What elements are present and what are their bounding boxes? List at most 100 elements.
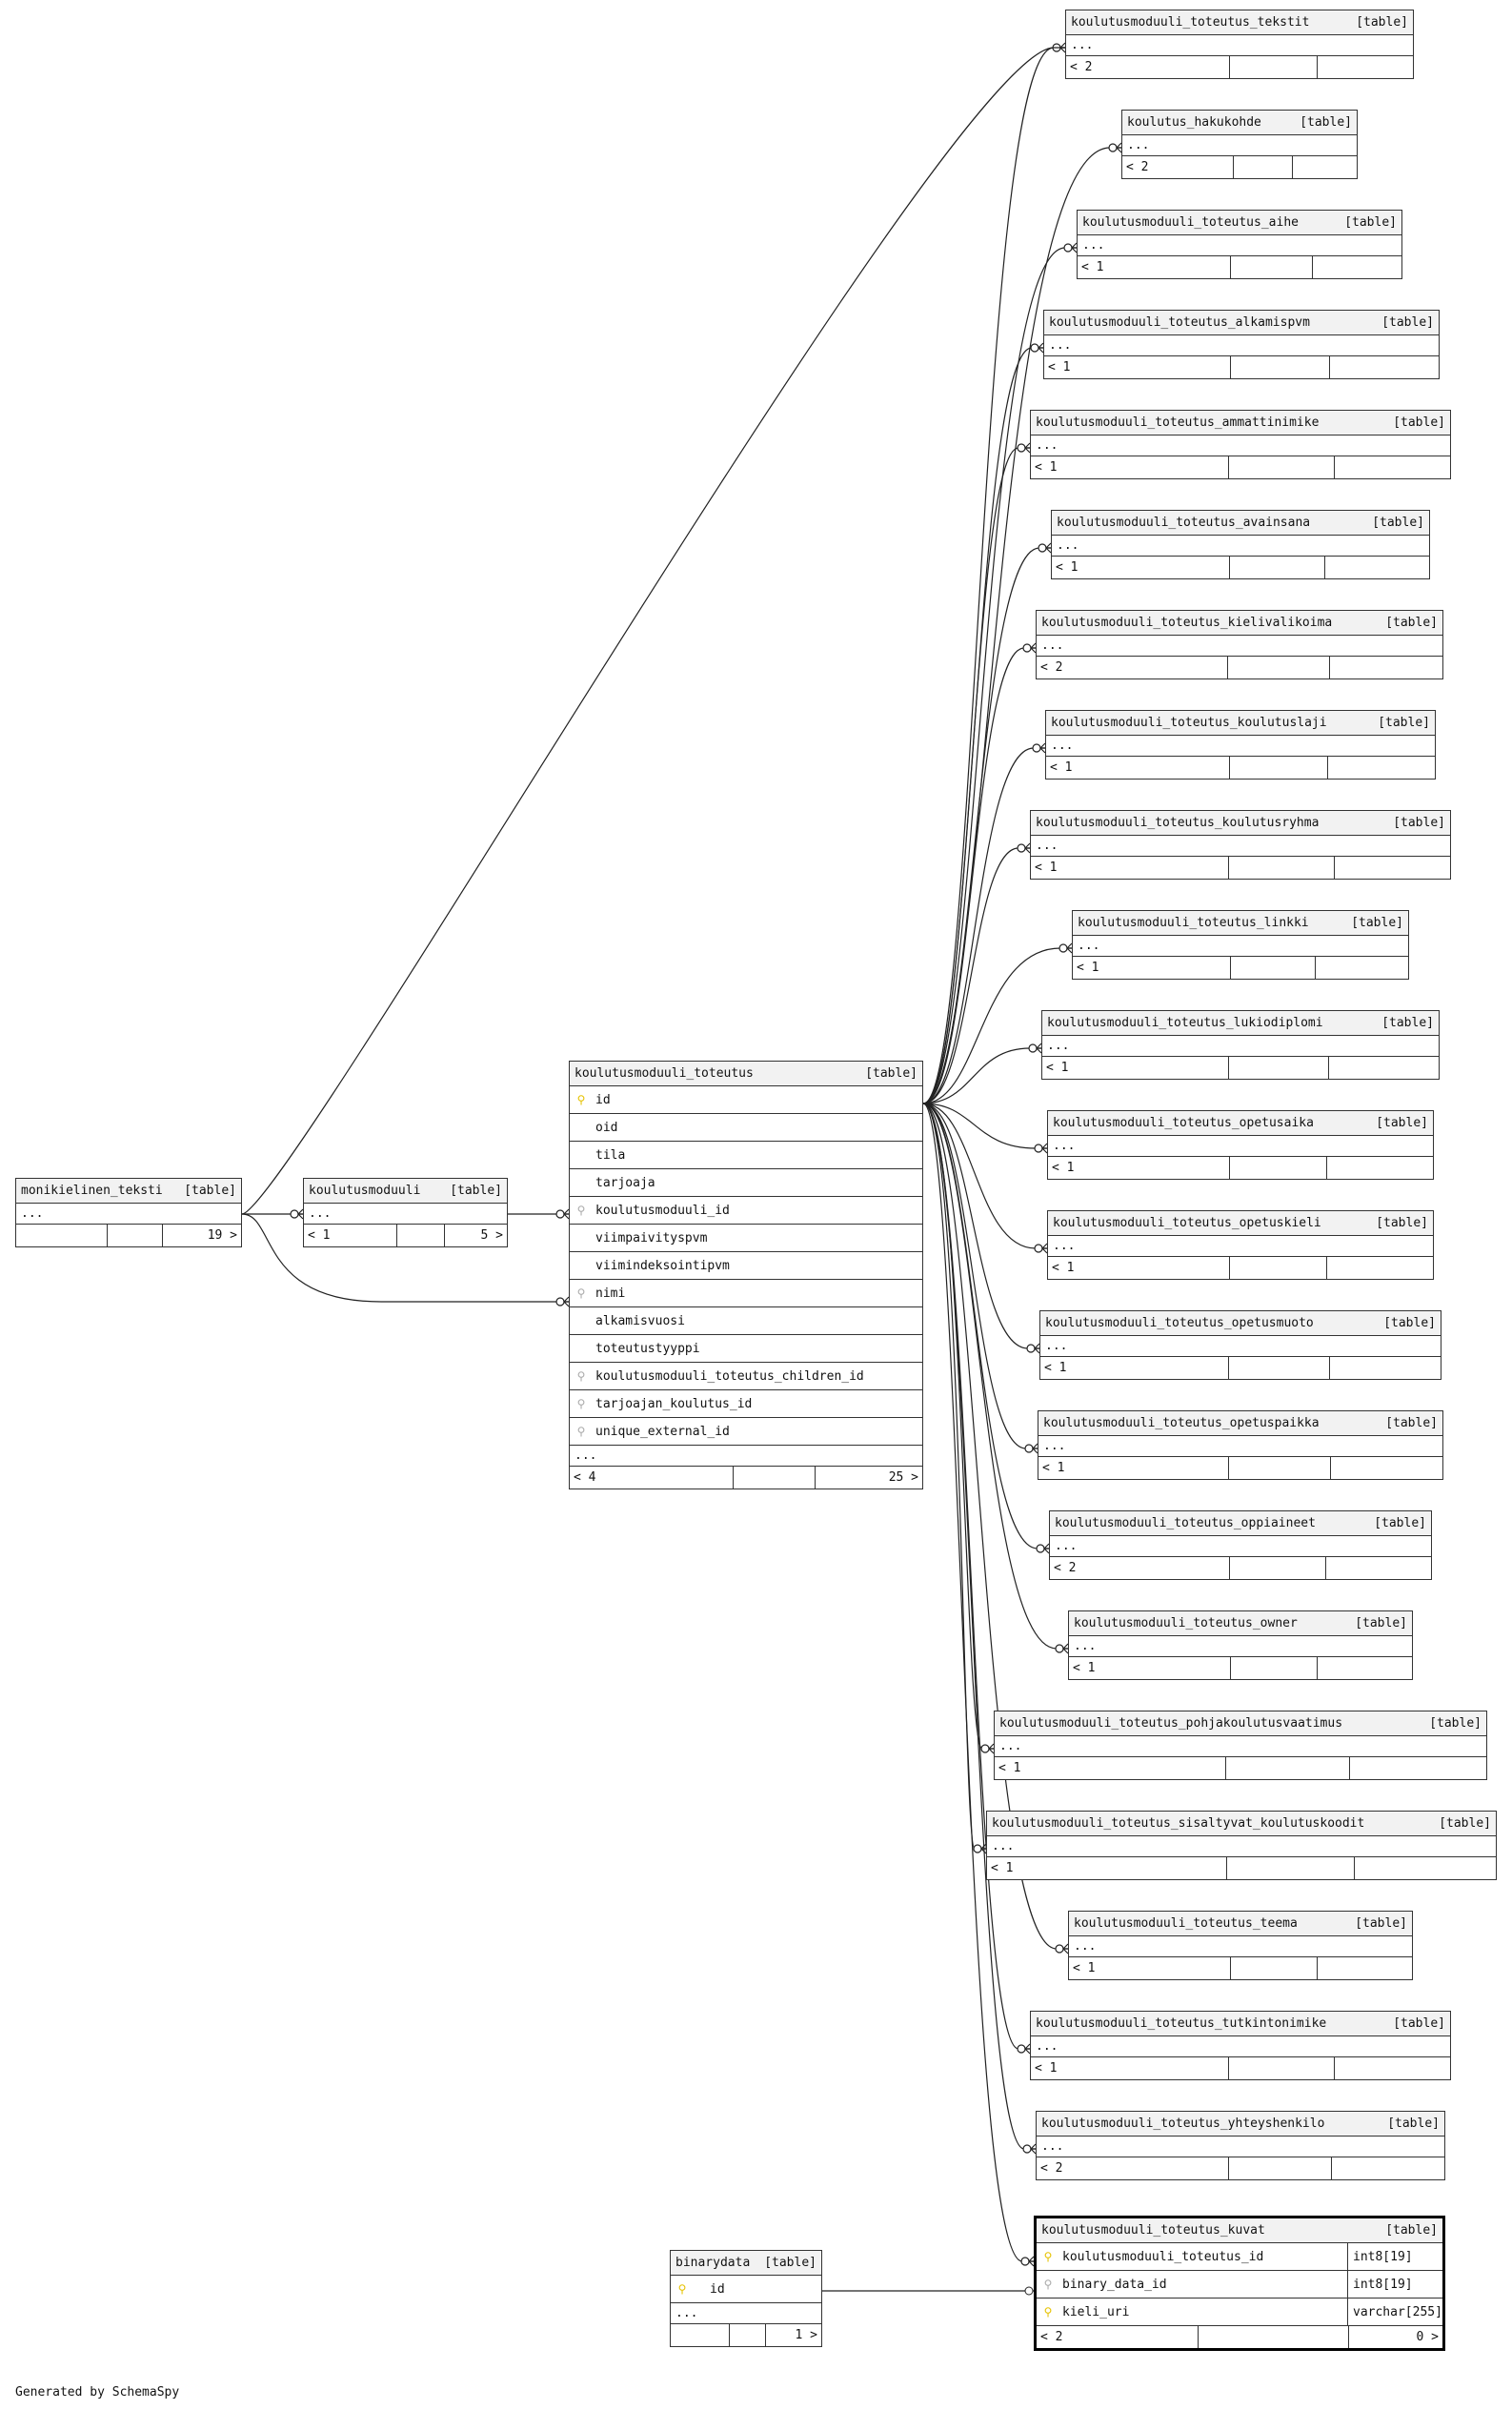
column-row[interactable]: tila [570, 1142, 922, 1169]
table-kind: [table] [1429, 1716, 1482, 1731]
parents-count[interactable]: < 1 [1044, 356, 1231, 378]
table-name: koulutusmoduuli_toteutus_avainsana [1057, 516, 1311, 530]
parents-count[interactable]: < 1 [1046, 757, 1230, 779]
table-koulutus-hakukohde[interactable]: koulutus_hakukohde[table]...< 2 [1121, 110, 1358, 179]
table-name: koulutusmoduuli_toteutus_owner [1074, 1616, 1298, 1630]
parents-count[interactable] [16, 1225, 108, 1246]
table-koulutusmoduuli-toteutus-teema[interactable]: koulutusmoduuli_toteutus_teema[table]...… [1068, 1911, 1413, 1980]
table-koulutusmoduuli-toteutus-kuvat[interactable]: koulutusmoduuli_toteutus_kuvat[table] ⚲k… [1034, 2216, 1445, 2351]
column-row[interactable]: viimpaivityspvm [570, 1225, 922, 1252]
column-name: koulutusmoduuli_toteutus_children_id [595, 1368, 864, 1384]
parents-count[interactable] [671, 2324, 730, 2346]
parents-count[interactable]: < 1 [995, 1757, 1226, 1779]
table-koulutusmoduuli-toteutus-koulutusryhma[interactable]: koulutusmoduuli_toteutus_koulutusryhma[t… [1030, 810, 1451, 880]
table-koulutusmoduuli-toteutus-oppiaineet[interactable]: koulutusmoduuli_toteutus_oppiaineet[tabl… [1049, 1510, 1432, 1580]
children-count[interactable]: 5 > [480, 1228, 503, 1243]
table-name: koulutusmoduuli_toteutus_kielivalikoima [1041, 616, 1333, 630]
column-row[interactable]: ⚲nimi [570, 1280, 922, 1307]
table-koulutusmoduuli-toteutus-alkamispvm[interactable]: koulutusmoduuli_toteutus_alkamispvm[tabl… [1043, 310, 1440, 379]
children-count[interactable]: 25 > [888, 1470, 918, 1485]
table-koulutusmoduuli-toteutus-tekstit[interactable]: koulutusmoduuli_toteutus_tekstit[table].… [1065, 10, 1414, 79]
parents-count[interactable]: < 1 [1038, 1457, 1229, 1479]
table-koulutusmoduuli-toteutus-opetusaika[interactable]: koulutusmoduuli_toteutus_opetusaika[tabl… [1047, 1110, 1434, 1180]
parents-count[interactable]: < 2 [1037, 2326, 1199, 2348]
parents-count[interactable]: < 1 [1031, 2057, 1229, 2079]
relationship-edge [922, 947, 1072, 1104]
parents-count[interactable]: < 1 [1069, 1957, 1231, 1979]
column-row[interactable]: ⚲tarjoajan_koulutus_id [570, 1390, 922, 1418]
table-koulutusmoduuli-toteutus-kielivalikoima[interactable]: koulutusmoduuli_toteutus_kielivalikoima [… [1036, 610, 1443, 679]
parents-count[interactable]: < 1 [1048, 1257, 1230, 1279]
more-columns: ... [570, 1446, 922, 1467]
column-row[interactable]: viimindeksointipvm [570, 1252, 922, 1280]
table-koulutusmoduuli-toteutus-pohjakoulutusvaatimus[interactable]: koulutusmoduuli_toteutus_pohjakoulutusva… [994, 1711, 1487, 1780]
table-kind: [table] [1381, 315, 1434, 330]
column-row[interactable]: ⚲koulutusmoduuli_toteutus_children_id [570, 1363, 922, 1390]
table-koulutusmoduuli-toteutus-opetusmuoto[interactable]: koulutusmoduuli_toteutus_opetusmuoto[tab… [1039, 1310, 1441, 1380]
table-koulutusmoduuli-toteutus-lukiodiplomi[interactable]: koulutusmoduuli_toteutus_lukiodiplomi[ta… [1041, 1010, 1440, 1080]
parents-count[interactable]: < 2 [1066, 56, 1230, 78]
table-koulutusmoduuli-toteutus-aihe[interactable]: koulutusmoduuli_toteutus_aihe[table]...<… [1077, 210, 1402, 279]
table-kind: [table] [1385, 616, 1438, 630]
column-row[interactable]: tarjoaja [570, 1169, 922, 1197]
parents-count[interactable]: < 2 [1037, 657, 1228, 678]
parents-count[interactable]: < 1 [1031, 456, 1229, 478]
relationship-edge [1041, 1143, 1048, 1154]
table-kind: [table] [1393, 816, 1445, 830]
relationship-edge [1024, 442, 1031, 454]
parents-count[interactable]: < 1 [987, 1857, 1227, 1879]
table-koulutusmoduuli-toteutus-yhteyshenkilo[interactable]: koulutusmoduuli_toteutus_yhteyshenkilo[t… [1036, 2111, 1445, 2180]
table-koulutusmoduuli-toteutus-opetuspaikka[interactable]: koulutusmoduuli_toteutus_opetuspaikka[ta… [1038, 1410, 1443, 1480]
parents-count[interactable]: < 1 [1042, 1057, 1229, 1079]
table-koulutusmoduuli-toteutus-opetuskieli[interactable]: koulutusmoduuli_toteutus_opetuskieli[tab… [1047, 1210, 1434, 1280]
parents-count[interactable]: < 1 [1052, 557, 1230, 578]
table-binarydata[interactable]: binarydata[table] ⚲id ... 1 > [670, 2250, 822, 2347]
parents-count[interactable]: < 1 [1073, 957, 1231, 979]
relationship-edge [922, 1103, 1047, 1149]
column-name: tila [595, 1147, 626, 1163]
table-koulutusmoduuli-toteutus-sisaltyvat-koulutuskoodit[interactable]: koulutusmoduuli_toteutus_sisaltyvat_koul… [986, 1811, 1497, 1880]
parents-count[interactable]: < 1 [1031, 857, 1229, 879]
column-row[interactable]: alkamisvuosi [570, 1307, 922, 1335]
parents-count[interactable]: < 1 [1040, 1357, 1229, 1379]
table-koulutusmoduuli-toteutus-ammattinimike[interactable]: koulutusmoduuli_toteutus_ammattinimike[t… [1030, 410, 1451, 479]
table-koulutusmoduuli-toteutus-koulutuslaji[interactable]: koulutusmoduuli_toteutus_koulutuslaji[ta… [1045, 710, 1436, 780]
column-row[interactable]: ⚲id [570, 1086, 922, 1114]
table-koulutusmoduuli-toteutus-owner[interactable]: koulutusmoduuli_toteutus_owner[table]...… [1068, 1610, 1413, 1680]
relationship-edge [1030, 2143, 1037, 2155]
parents-count[interactable]: < 2 [1122, 156, 1234, 178]
relationship-edge [922, 47, 1065, 1104]
children-count[interactable]: 1 > [795, 2328, 817, 2342]
parents-count[interactable]: < 1 [1078, 256, 1231, 278]
table-koulutusmoduuli[interactable]: koulutusmoduuli[table] ... < 1 5 > [303, 1178, 508, 1247]
children-count[interactable]: 19 > [207, 1228, 237, 1243]
table-koulutusmoduuli-toteutus-avainsana[interactable]: koulutusmoduuli_toteutus_avainsana[table… [1051, 510, 1430, 579]
parents-count[interactable]: < 2 [1037, 2157, 1229, 2179]
column-row[interactable]: ⚲koulutusmoduuli_id [570, 1197, 922, 1225]
relationship-edge [922, 1047, 1041, 1104]
table-koulutusmoduuli-toteutus-tutkintonimike[interactable]: koulutusmoduuli_toteutus_tutkintonimike[… [1030, 2011, 1451, 2080]
table-name: koulutusmoduuli_toteutus_teema [1074, 1916, 1298, 1931]
table-kind: [table] [1383, 1316, 1436, 1330]
children-count[interactable]: 0 > [1416, 2330, 1439, 2344]
more-columns: ... [1031, 435, 1450, 456]
column-row[interactable]: oid [570, 1114, 922, 1142]
parents-count[interactable]: < 1 [304, 1225, 397, 1246]
parents-count[interactable]: < 4 [570, 1467, 734, 1489]
table-monikielinen-teksti[interactable]: monikielinen_teksti[table] ... 19 > [15, 1178, 242, 1247]
parents-count[interactable]: < 1 [1048, 1157, 1230, 1179]
parents-count[interactable]: < 2 [1050, 1557, 1230, 1579]
table-kind: [table] [1355, 1616, 1407, 1630]
column-row[interactable]: ⚲unique_external_id [570, 1418, 922, 1446]
column-type: varchar[255] [1347, 2299, 1442, 2325]
table-footer: < 1 [1048, 1257, 1433, 1279]
column-row[interactable]: ⚲id [671, 2276, 821, 2303]
column-row[interactable]: toteutustyyppi [570, 1335, 922, 1363]
parents-count[interactable]: < 1 [1069, 1657, 1231, 1679]
table-footer: < 4 25 > [570, 1467, 922, 1489]
table-koulutusmoduuli-toteutus-linkki[interactable]: koulutusmoduuli_toteutus_linkki[table]..… [1072, 910, 1409, 980]
